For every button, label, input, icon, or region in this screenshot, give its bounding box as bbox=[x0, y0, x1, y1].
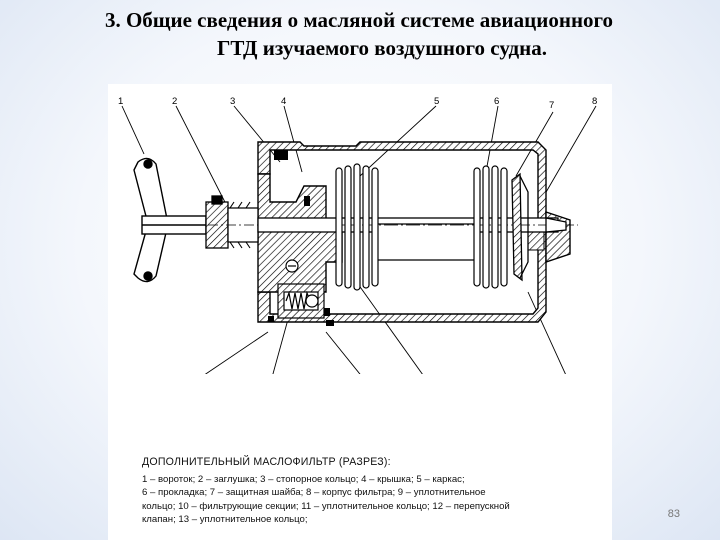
callout-5: 5 bbox=[434, 96, 439, 107]
callout-7: 7 bbox=[549, 100, 554, 111]
callout-6: 6 bbox=[494, 96, 499, 107]
callout-4: 4 bbox=[281, 96, 286, 107]
seal-rings bbox=[268, 196, 334, 326]
caption-line: кольцо; 10 – фильтрующие секции; 11 – уп… bbox=[142, 500, 510, 512]
caption-line: 1 – вороток; 2 – заглушка; 3 – стопорное… bbox=[142, 474, 465, 486]
page-number: 83 bbox=[667, 508, 680, 520]
caption-title: ДОПОЛНИТЕЛЬНЫЙ МАСЛОФИЛЬТР (РАЗРЕЗ): bbox=[142, 456, 391, 468]
oil-filter-cross-section-drawing: 1 2 3 4 5 6 7 8 9 10 11 12 13 bbox=[118, 96, 597, 374]
oil-filter-figure: 1 2 3 4 5 6 7 8 9 10 11 12 13 bbox=[108, 84, 612, 540]
handle-part bbox=[133, 157, 207, 283]
slide-title: 3. Общие сведения о масляной системе ави… bbox=[0, 6, 720, 62]
title-line-2: ГТД изучаемого воздушного судна. bbox=[217, 36, 547, 60]
filter-section-pack-right bbox=[473, 165, 508, 289]
callout-2: 2 bbox=[172, 96, 177, 107]
bypass-valve bbox=[277, 259, 325, 319]
leader-lines bbox=[121, 105, 597, 374]
callout-1: 1 bbox=[118, 96, 123, 107]
caption-line: 6 – прокладка; 7 – защитная шайба; 8 – к… bbox=[142, 487, 486, 499]
caption-line: клапан; 13 – уплотнительное кольцо; bbox=[142, 513, 308, 525]
plug-part bbox=[205, 195, 278, 249]
filter-section-pack-left bbox=[335, 163, 379, 291]
title-line-1: 3. Общие сведения о масляной системе ави… bbox=[104, 8, 614, 32]
callout-3: 3 bbox=[230, 96, 235, 107]
figure-caption: ДОПОЛНИТЕЛЬНЫЙ МАСЛОФИЛЬТР (РАЗРЕЗ): 1 –… bbox=[142, 456, 542, 526]
protective-washer bbox=[511, 172, 529, 282]
callout-8: 8 bbox=[592, 96, 597, 107]
